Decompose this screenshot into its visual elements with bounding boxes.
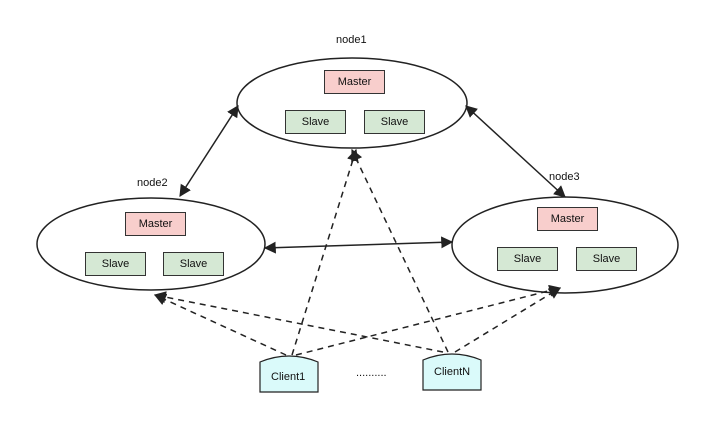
node3-label: node3 [549, 171, 580, 183]
link-node1-node2 [179, 104, 239, 198]
client1-shape [259, 355, 319, 393]
node2-label: node2 [137, 177, 168, 189]
link-node2-node3 [263, 236, 454, 254]
dash-client1-node1 [291, 148, 359, 356]
clientn-label: ClientN [434, 366, 471, 378]
node2-slave-box-2: Slave [163, 252, 224, 276]
node3-slave-box-2: Slave [576, 247, 637, 271]
node1-label: node1 [336, 34, 367, 46]
node2-slave-box-1: Slave [85, 252, 146, 276]
clientn-shape [422, 353, 482, 391]
node2-master-box: Master [125, 212, 186, 236]
node1-master-box: Master [324, 70, 385, 94]
dash-client1-node2 [153, 294, 287, 356]
dash-clientn-node3 [454, 287, 562, 353]
node1-slave-box-1: Slave [285, 110, 346, 134]
dash-clientn-node2 [153, 291, 444, 353]
clients-ellipsis: .......... [356, 367, 387, 379]
client1-label: Client1 [271, 371, 306, 383]
node1-slave-box-2: Slave [364, 110, 425, 134]
dash-clientn-node1 [351, 148, 449, 353]
link-node1-node3 [465, 105, 566, 198]
node3-master-box: Master [537, 207, 598, 231]
dash-client1-node3 [295, 284, 562, 356]
node3-slave-box-1: Slave [497, 247, 558, 271]
